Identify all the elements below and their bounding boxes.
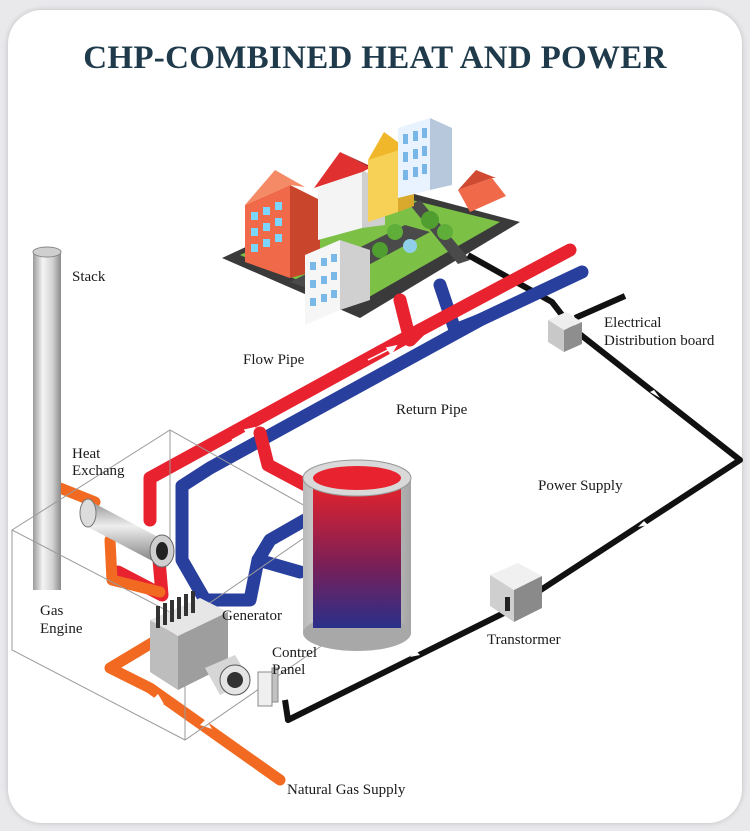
electrical-label-1: Electrical (604, 315, 662, 331)
natural-gas-label: Natural Gas Supply (287, 782, 406, 798)
heat-exchanger-label-2: Exchang (72, 463, 125, 479)
heat-exchanger-label-1: Heat (72, 446, 101, 462)
diagram-card (8, 10, 742, 823)
flow-pipe-label: Flow Pipe (243, 352, 305, 368)
storage-tank-icon (302, 459, 412, 651)
generator-label: Generator (222, 608, 282, 624)
return-pipe (175, 265, 589, 607)
distribution-board-icon (548, 312, 582, 352)
power-arrows (410, 390, 660, 657)
flow-arrows (117, 344, 417, 569)
page-title: CHP-COMBINED HEAT AND POWER (83, 40, 667, 76)
stack-label: Stack (72, 269, 106, 285)
gas-engine-label-1: Gas (40, 603, 64, 619)
gas-arrows (152, 694, 212, 729)
control-panel-label-2: Panel (272, 662, 306, 678)
control-panel-icon (257, 667, 279, 707)
generator-icon (205, 655, 251, 696)
stack-icon (32, 246, 62, 590)
transformer-icon (490, 563, 542, 622)
heat-exchanger-icon (79, 498, 175, 568)
city-icon (222, 118, 520, 325)
transformer-label: Transtormer (487, 632, 561, 648)
electrical-label-2: Distribution board (604, 333, 715, 349)
control-panel-label-1: Contrel (272, 645, 317, 661)
power-supply-label: Power Supply (538, 478, 623, 494)
gas-engine-label-2: Engine (40, 621, 83, 637)
return-pipe-label: Return Pipe (396, 402, 468, 418)
